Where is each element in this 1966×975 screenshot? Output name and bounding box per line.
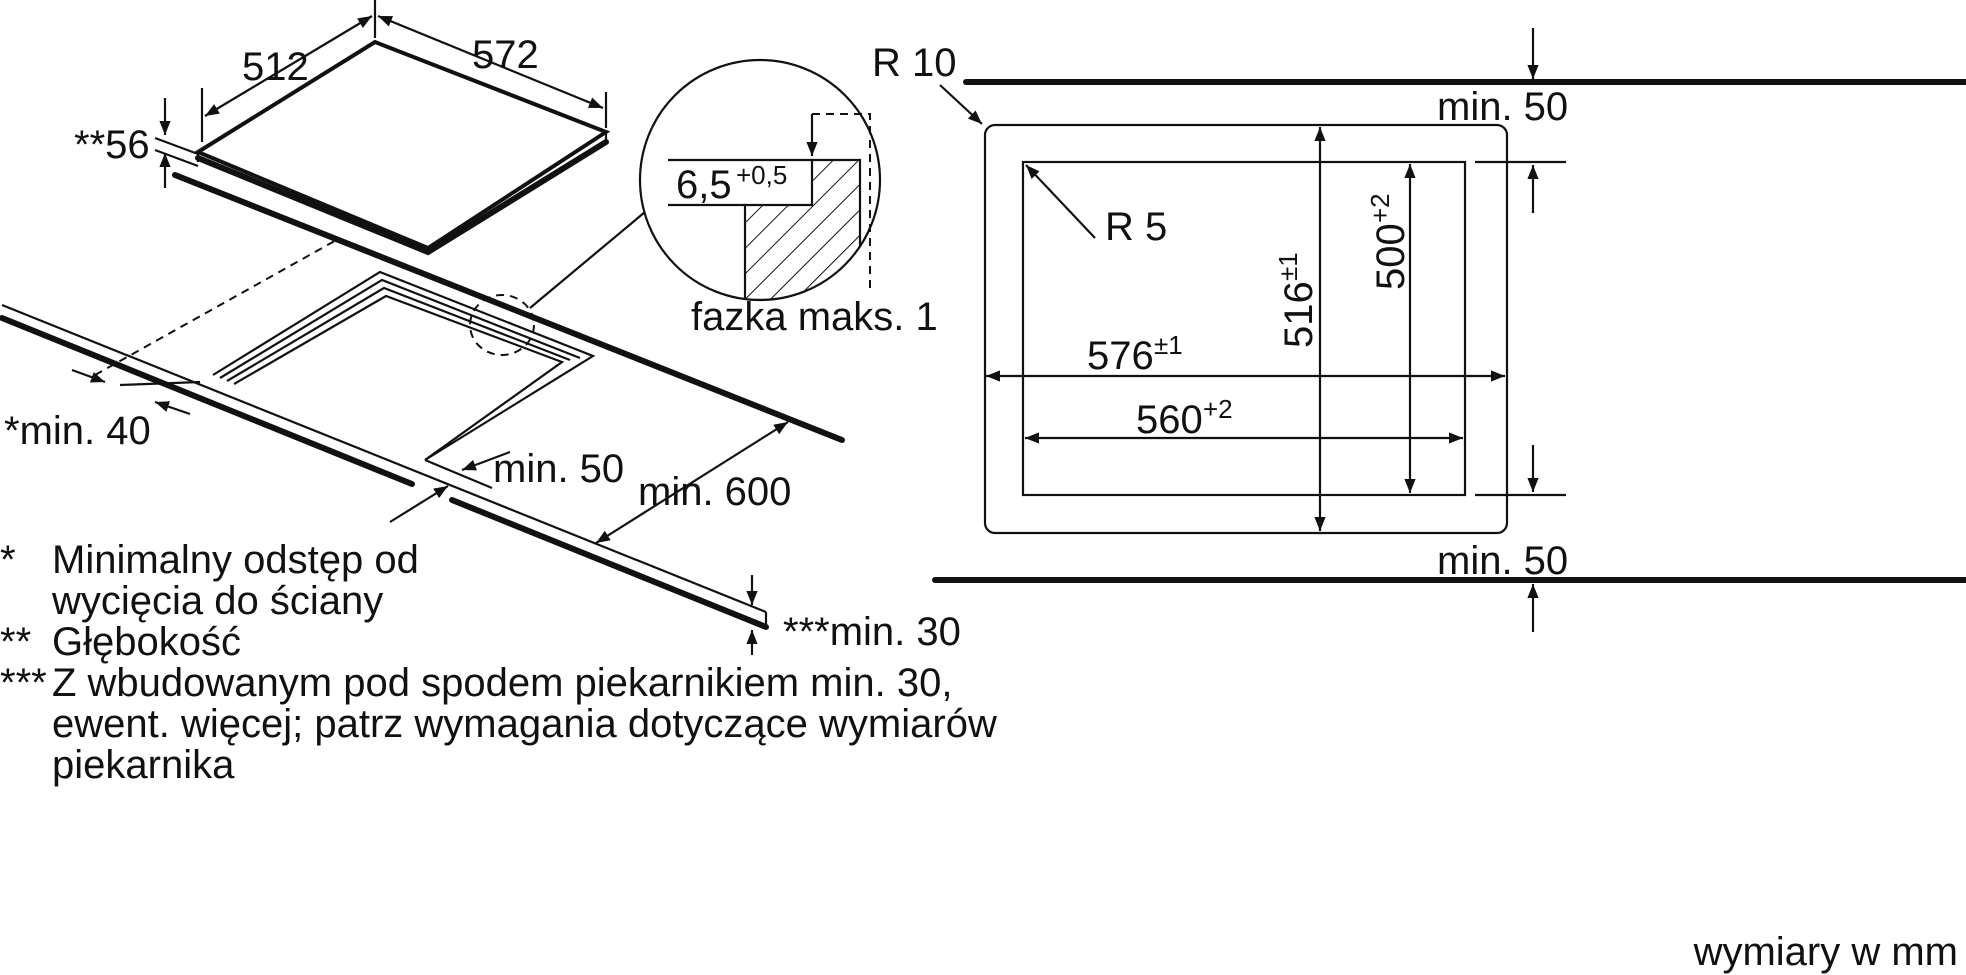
inner-depth-label: 500 xyxy=(1369,223,1413,290)
below-gap-label: ***min. 30 xyxy=(783,610,961,654)
recess-tolerance: +0,5 xyxy=(736,160,787,190)
hob-side xyxy=(195,139,609,256)
wall-gap-label: *min. 40 xyxy=(4,409,151,453)
worktop-back-edge xyxy=(172,172,845,443)
depth-min-label: min. 600 xyxy=(638,470,791,514)
recess-label: 6,5 xyxy=(676,163,732,207)
clearance-bottom-label: min. 50 xyxy=(1437,539,1568,583)
inner-width-tol: +2 xyxy=(1203,394,1233,424)
perspective-view: 512 572 **56 *min. 40 min. 50 min. 600 *… xyxy=(0,0,961,655)
width-label: 512 xyxy=(242,45,309,89)
outer-cutout xyxy=(983,123,1509,535)
outer-radius-label: R 10 xyxy=(872,41,957,85)
outer-depth-label: 516 xyxy=(1277,281,1321,348)
thickness-label: **56 xyxy=(74,123,150,167)
worktop-front-edge xyxy=(0,315,415,487)
inner-cutout xyxy=(1021,160,1467,497)
cutout-plan: R 10 R 5 576 ±1 560 +2 516 ±1 500 +2 min… xyxy=(872,28,1966,632)
inner-depth-tol: +2 xyxy=(1365,193,1395,223)
footnotes: * Minimalny odstęp od wycięcia do ściany… xyxy=(0,540,997,786)
footnote-3-line-3: piekarnika xyxy=(52,743,235,787)
front-gap-label: min. 50 xyxy=(493,447,624,491)
footnote-2-mark: ** xyxy=(0,620,32,664)
chamfer-label: fazka maks. 1 xyxy=(691,295,938,339)
outer-depth-tol: ±1 xyxy=(1273,252,1303,281)
detail-marker xyxy=(469,294,535,356)
detail-view: 6,5 +0,5 fazka maks. 1 xyxy=(638,58,938,339)
clearance-top-label: min. 50 xyxy=(1437,85,1568,129)
outer-width-tol: ±1 xyxy=(1154,330,1183,360)
footnote-1-line-1: Minimalny odstęp od xyxy=(52,538,419,582)
depth-label: 572 xyxy=(472,33,539,77)
footnote-3-line-1: Z wbudowanym pod spodem piekarnikiem min… xyxy=(52,661,953,705)
worktop-cutout xyxy=(212,270,596,461)
footnote-1-line-2: wycięcia do ściany xyxy=(52,579,384,623)
footnote-2-line-1: Głębokość xyxy=(52,620,241,664)
footnote-1-mark: * xyxy=(0,538,16,582)
footnote-1: * Minimalny odstęp od wycięcia do ściany xyxy=(0,540,997,622)
inner-radius-label: R 5 xyxy=(1105,205,1167,249)
footnote-2: ** Głębokość xyxy=(0,622,997,663)
inner-width-label: 560 xyxy=(1136,398,1203,442)
units-label: wymiary w mm xyxy=(1693,930,1958,974)
footnote-3: *** Z wbudowanym pod spodem piekarnikiem… xyxy=(0,663,997,786)
footnote-3-mark: *** xyxy=(0,661,47,705)
outer-width-label: 576 xyxy=(1087,334,1154,378)
footnote-3-line-2: ewent. więcej; patrz wymagania dotyczące… xyxy=(52,702,997,746)
worktop-section xyxy=(743,158,862,300)
